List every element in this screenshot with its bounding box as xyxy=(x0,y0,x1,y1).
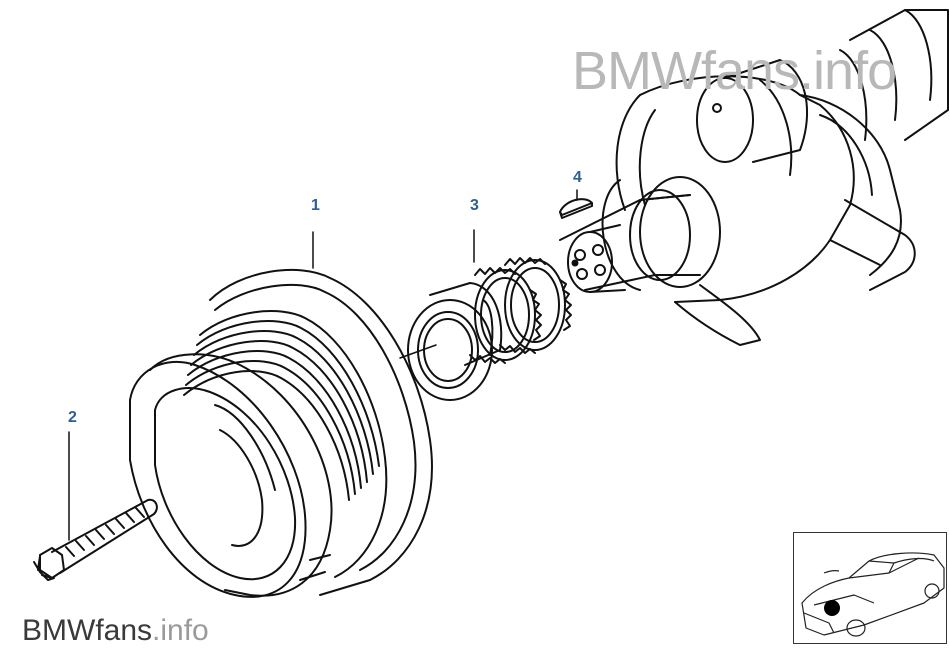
callout-2[interactable]: 2 xyxy=(68,409,77,426)
watermark-top: BMWfans.info xyxy=(572,41,897,101)
bolt[interactable] xyxy=(33,498,158,581)
vibration-damper[interactable] xyxy=(129,268,433,598)
callout-3[interactable]: 3 xyxy=(470,197,479,214)
woodruff-key[interactable] xyxy=(559,198,593,219)
callout-1[interactable]: 1 xyxy=(311,197,320,214)
sprocket-assembly[interactable] xyxy=(407,257,572,401)
crankshaft xyxy=(559,9,949,346)
callout-4[interactable]: 4 xyxy=(573,169,582,186)
car-locator-icon[interactable] xyxy=(793,532,947,644)
watermark-bottom: BMWfans.info xyxy=(22,614,209,647)
axis-line xyxy=(399,344,437,359)
car-outline xyxy=(801,552,945,637)
